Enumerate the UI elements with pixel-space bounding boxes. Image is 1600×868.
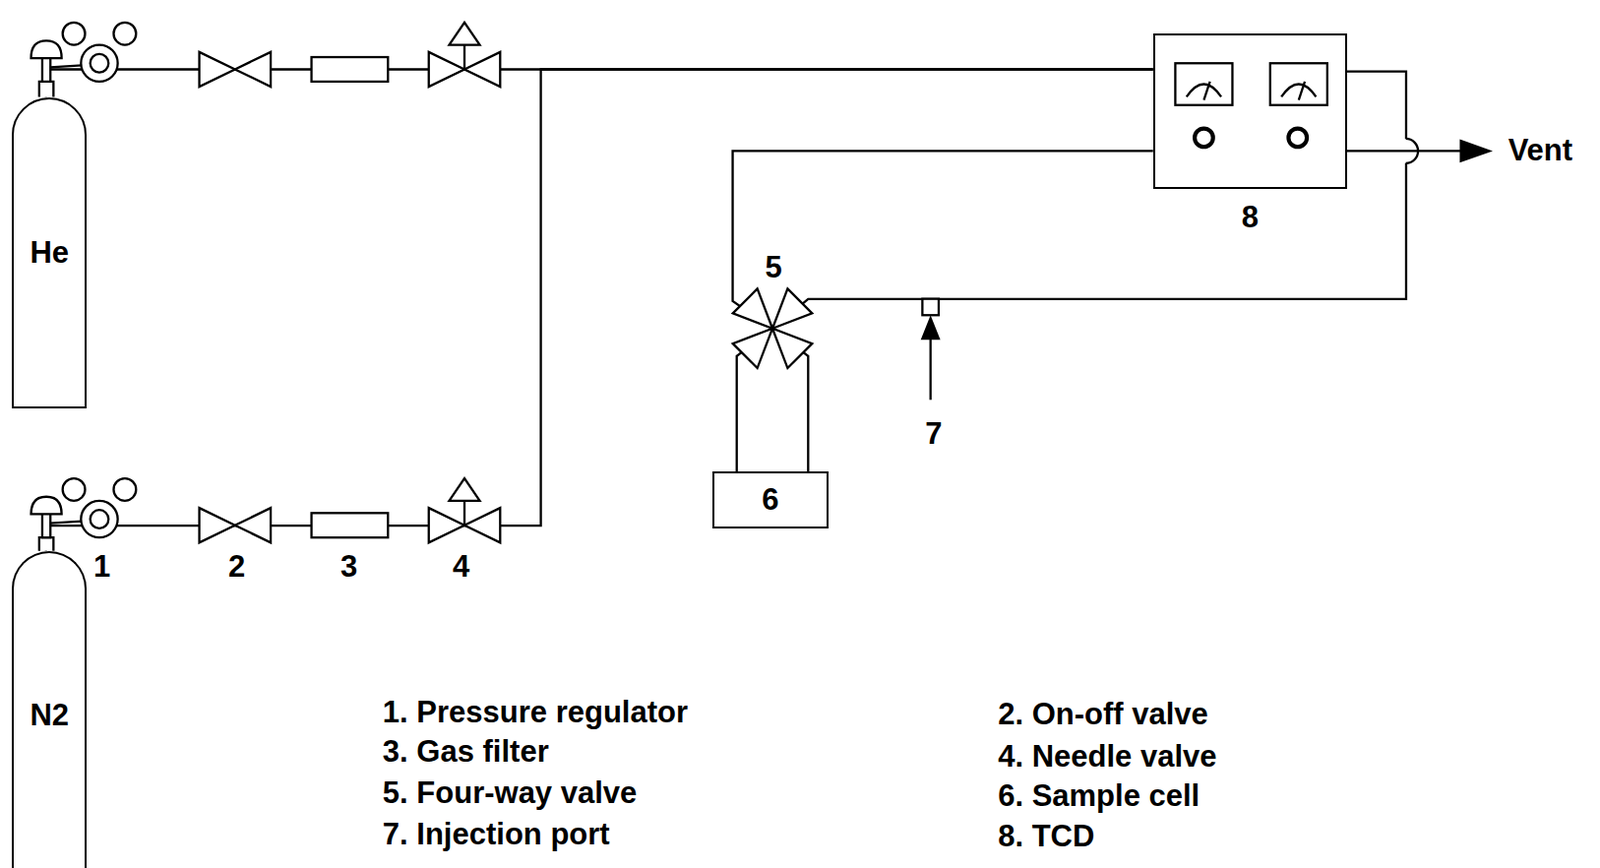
regulator-link [50, 521, 82, 524]
injection-arrow-head [922, 317, 939, 339]
regulator-gauge [62, 22, 86, 46]
cylinder-neck [39, 81, 55, 98]
cylinder-valve-knob [31, 496, 62, 515]
four-way-valve-port [733, 328, 773, 369]
tcd-knob [1194, 128, 1214, 148]
cylinder-valve-stem [42, 511, 51, 538]
tcd-gauge-needle [1203, 81, 1210, 101]
callout-number: 4 [452, 549, 470, 583]
gas-line [772, 71, 1407, 472]
tcd-box: 8 [1153, 33, 1348, 189]
regulator-gauge [62, 478, 86, 501]
gas-filter [311, 512, 389, 538]
gas-cylinder: He [11, 97, 87, 409]
tcd-gauge [1174, 62, 1232, 105]
pressure-regulator [80, 45, 118, 82]
tcd-gauge-arc [1186, 84, 1222, 98]
tcd-gauge-needle [1298, 81, 1305, 101]
injection-arrow-shaft [929, 336, 932, 400]
legend-note: 3. Gas filter [382, 735, 550, 769]
needle-valve-handle [448, 22, 480, 46]
callout-number: 5 [764, 250, 782, 285]
callout-number: 3 [340, 549, 358, 583]
sample-cell-box: 6 [712, 471, 829, 529]
legend-note: 7. Injection port [382, 817, 611, 852]
four-way-valve-port [772, 328, 812, 369]
needle-valve-stem [463, 45, 466, 70]
node-label: 6 [761, 483, 779, 517]
gas-line [733, 150, 1154, 472]
tcd-gauge [1270, 62, 1328, 105]
four-way-valve [733, 288, 813, 369]
legend-note: 6. Sample cell [997, 779, 1200, 813]
gas-line [46, 69, 1154, 552]
cylinder-valve-stem [42, 56, 51, 82]
legend-note: 8. TCD [997, 819, 1095, 854]
on-off-valve [199, 507, 272, 543]
injection-port [922, 299, 939, 316]
on-off-valve [199, 52, 272, 87]
four-way-valve-port [772, 288, 812, 328]
gas-cylinder: N2 [11, 551, 87, 868]
regulator-link [50, 64, 82, 67]
callout-number: 7 [924, 417, 942, 451]
four-way-valve-port [733, 288, 773, 328]
cylinder-valve-knob [31, 40, 62, 59]
callout-number: 1 [93, 549, 111, 583]
gas-filter [311, 57, 389, 82]
legend-note: 4. Needle valve [997, 739, 1217, 774]
vent-line [1347, 149, 1470, 152]
tcd-gauge-arc [1281, 84, 1316, 98]
legend-note: 5. Four-way valve [382, 776, 637, 810]
node-label: 8 [1241, 200, 1259, 235]
legend-note: 1. Pressure regulator [382, 695, 688, 730]
regulator-gauge [113, 478, 136, 501]
regulator-inner [90, 509, 110, 529]
regulator-inner [90, 54, 110, 73]
regulator-gauge [113, 22, 136, 46]
needle-valve-handle [448, 478, 480, 501]
pressure-regulator [80, 500, 118, 538]
tcd-knob [1288, 128, 1307, 148]
node-label: He [29, 236, 69, 270]
node-label: N2 [29, 698, 69, 733]
vent-label: Vent [1508, 133, 1573, 168]
legend-note: 2. On-off valve [997, 697, 1209, 732]
needle-valve-stem [463, 500, 466, 526]
cylinder-neck [39, 537, 55, 551]
vent-arrow-head [1461, 140, 1490, 162]
callout-number: 2 [228, 549, 246, 583]
